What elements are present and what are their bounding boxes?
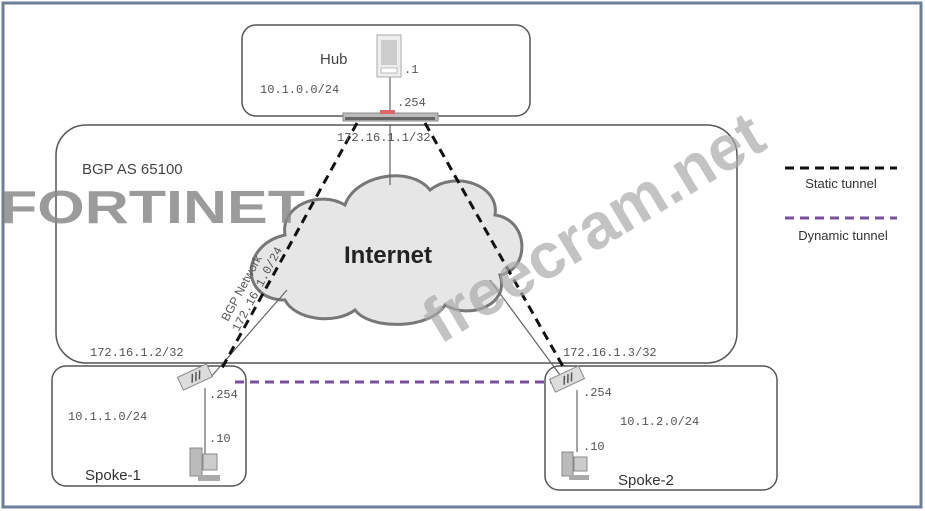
- spoke1-label: Spoke-1: [85, 467, 141, 484]
- spoke2-subnet: 10.1.2.0/24: [620, 415, 699, 429]
- hub-server-ip: .1: [404, 63, 418, 77]
- internet-cloud-icon: [249, 174, 524, 326]
- hub-label: Hub: [320, 51, 348, 68]
- spoke1-pc-ip: .10: [209, 432, 231, 446]
- spoke2-pc-icon: [561, 451, 589, 480]
- hub-firewall-icon: [342, 110, 439, 122]
- bgp-as-box: [55, 124, 738, 364]
- hub-wan-ip: 172.16.1.1/32: [337, 131, 431, 145]
- hub-subnet: 10.1.0.0/24: [260, 83, 339, 97]
- static-tunnel-spoke2: [423, 122, 567, 371]
- spoke2-wan-ip: 172.16.1.3/32: [563, 346, 657, 360]
- spoke1-wan-ip: 172.16.1.2/32: [90, 346, 184, 360]
- spoke1-site-box: [51, 365, 247, 487]
- spoke2-site-box: [544, 365, 778, 491]
- spoke1-firewall-icon: [176, 363, 214, 391]
- spoke2-pc-ip: .10: [583, 440, 605, 454]
- legend-dynamic-label: Dynamic tunnel: [798, 228, 888, 243]
- spoke2-label: Spoke-2: [618, 472, 674, 489]
- spoke2-internet-link: [489, 279, 561, 376]
- spoke1-fw-ip: .254: [209, 388, 238, 402]
- spoke1-pc-icon: [189, 447, 220, 481]
- spoke1-internet-link: [209, 289, 288, 379]
- static-tunnel-spoke1: [220, 122, 359, 369]
- bgp-as-label: BGP AS 65100: [82, 161, 183, 178]
- legend-static-label: Static tunnel: [805, 176, 877, 191]
- spoke2-firewall-icon: [548, 365, 586, 393]
- hub-fw-ip: .254: [397, 96, 426, 110]
- spoke2-fw-ip: .254: [583, 386, 612, 400]
- hub-server-icon: [376, 34, 402, 78]
- fortinet-watermark: FORTINET: [0, 181, 305, 233]
- internet-label: Internet: [344, 242, 432, 269]
- legend: Static tunnel Dynamic tunnel: [785, 166, 897, 243]
- spoke1-subnet: 10.1.1.0/24: [68, 410, 147, 424]
